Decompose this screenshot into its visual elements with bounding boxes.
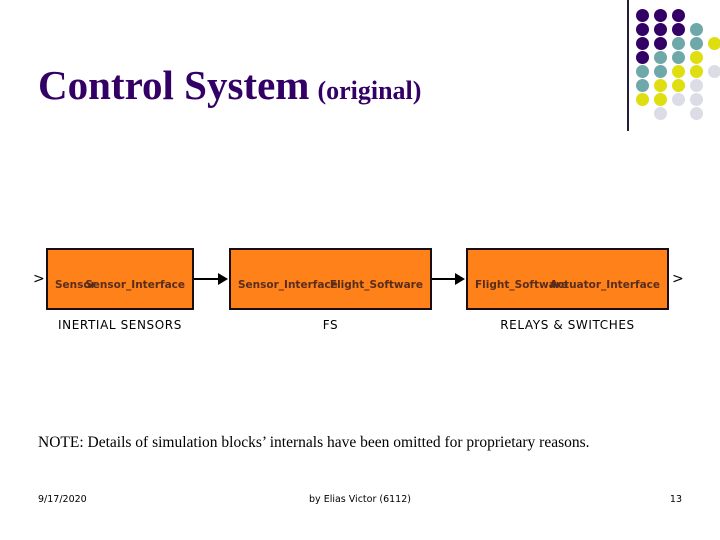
motif-dot: [672, 9, 685, 22]
motif-dot: [654, 37, 667, 50]
motif-dot: [690, 79, 703, 92]
motif-dot: [636, 93, 649, 106]
motif-dot: [708, 65, 720, 78]
connector-arrowhead-fs-to-relays: [455, 273, 465, 285]
motif-dot: [708, 37, 720, 50]
proprietary-note: NOTE: Details of simulation blocks’ inte…: [38, 434, 590, 451]
connector-arrowhead-sensor-to-fs: [218, 273, 228, 285]
sim-block-input-label: Flight_Software: [475, 279, 569, 291]
sim-block-caption-inertial-sensors: INERTIAL SENSORS: [58, 318, 182, 332]
motif-dot: [690, 107, 703, 120]
motif-dot: [636, 65, 649, 78]
sim-block-input-label: Sensor: [55, 279, 96, 291]
motif-dot: [690, 23, 703, 36]
diagram-output-port-icon: >: [672, 271, 684, 287]
footer-date: 9/17/2020: [38, 494, 87, 505]
motif-dot: [672, 37, 685, 50]
footer-credit: by Elias Victor (6112): [309, 494, 411, 505]
page-title-main: Control System: [38, 62, 310, 108]
motif-dot: [636, 37, 649, 50]
motif-dot: [690, 93, 703, 106]
motif-dot: [654, 93, 667, 106]
sim-block-output-label: Sensor_Interface: [85, 279, 185, 291]
diagram-input-port-icon: >: [33, 271, 45, 287]
motif-dot: [672, 79, 685, 92]
motif-dot: [672, 51, 685, 64]
motif-dot: [690, 51, 703, 64]
page-title: Control System(original): [38, 62, 618, 108]
motif-dot: [654, 107, 667, 120]
motif-dot: [636, 23, 649, 36]
motif-dot: [654, 51, 667, 64]
motif-dot: [672, 23, 685, 36]
connector-line-fs-to-relays: [432, 278, 456, 280]
motif-dot: [690, 65, 703, 78]
page-title-qualifier: (original): [317, 76, 422, 105]
sim-block-caption-relays-and-switches: RELAYS & SWITCHES: [500, 318, 635, 332]
footer-page-number: 13: [669, 494, 682, 505]
connector-line-sensor-to-fs: [194, 278, 219, 280]
sim-block-caption-fs: FS: [322, 318, 339, 332]
motif-vertical-rule: [627, 0, 629, 131]
motif-dot: [690, 37, 703, 50]
motif-dot: [654, 65, 667, 78]
motif-dot: [654, 79, 667, 92]
motif-dot: [654, 9, 667, 22]
motif-dot: [636, 79, 649, 92]
motif-dot: [672, 93, 685, 106]
motif-dot: [636, 51, 649, 64]
decorative-dot-motif: [627, 0, 720, 132]
sim-block-output-label: Flight_Software: [329, 279, 423, 291]
sim-block-output-label: Actuator_Interface: [549, 279, 660, 291]
motif-dot: [672, 65, 685, 78]
sim-block-input-label: Sensor_Interface: [238, 279, 338, 291]
motif-dot: [636, 9, 649, 22]
motif-dot: [654, 23, 667, 36]
